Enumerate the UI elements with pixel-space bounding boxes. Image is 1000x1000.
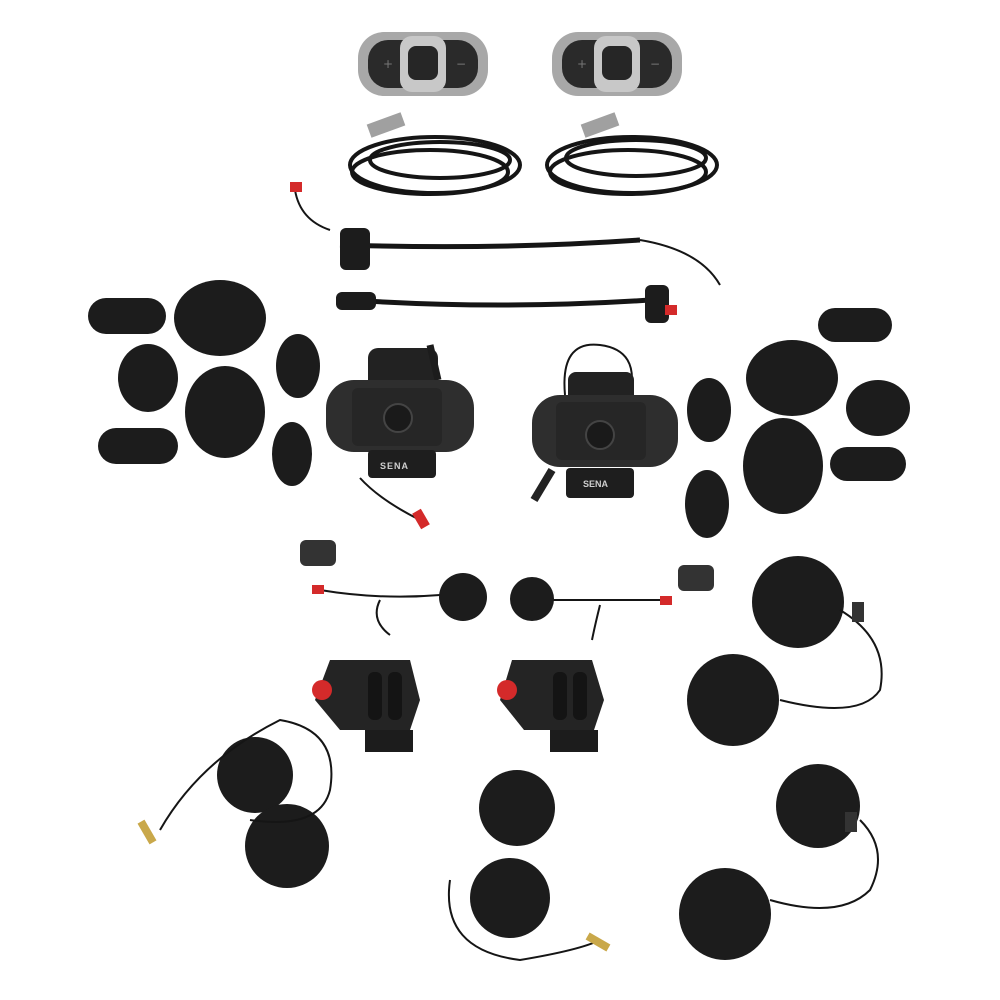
- foam-pads-left: [88, 280, 320, 486]
- foam-pads-right: [685, 308, 910, 538]
- adhesive-mount-icon: [312, 660, 420, 752]
- wired-microphone-icon: [510, 577, 672, 641]
- headset-unit-icon: + −: [358, 32, 488, 96]
- svg-text:−: −: [650, 57, 660, 71]
- svg-text:−: −: [456, 57, 466, 71]
- speaker-pair-icon: [137, 718, 333, 888]
- clamp-unit-icon: [530, 343, 678, 503]
- sena-logo: SENA: [583, 479, 609, 489]
- svg-text:+: +: [383, 57, 393, 71]
- boom-microphone-icon: [290, 182, 721, 286]
- sena-logo: SENA: [380, 461, 409, 471]
- boom-microphone-icon: [336, 285, 677, 323]
- wired-microphone-icon: [312, 573, 487, 636]
- speaker-pair-icon: [679, 764, 879, 960]
- speaker-pair-icon: [687, 556, 883, 746]
- svg-text:+: +: [577, 57, 587, 71]
- headset-unit-icon: + −: [552, 32, 682, 96]
- usb-cable-icon: [348, 135, 719, 196]
- speaker-pair-icon: [447, 770, 611, 962]
- clamp-unit-icon: [326, 344, 474, 530]
- adhesive-mount-icon: [497, 660, 604, 752]
